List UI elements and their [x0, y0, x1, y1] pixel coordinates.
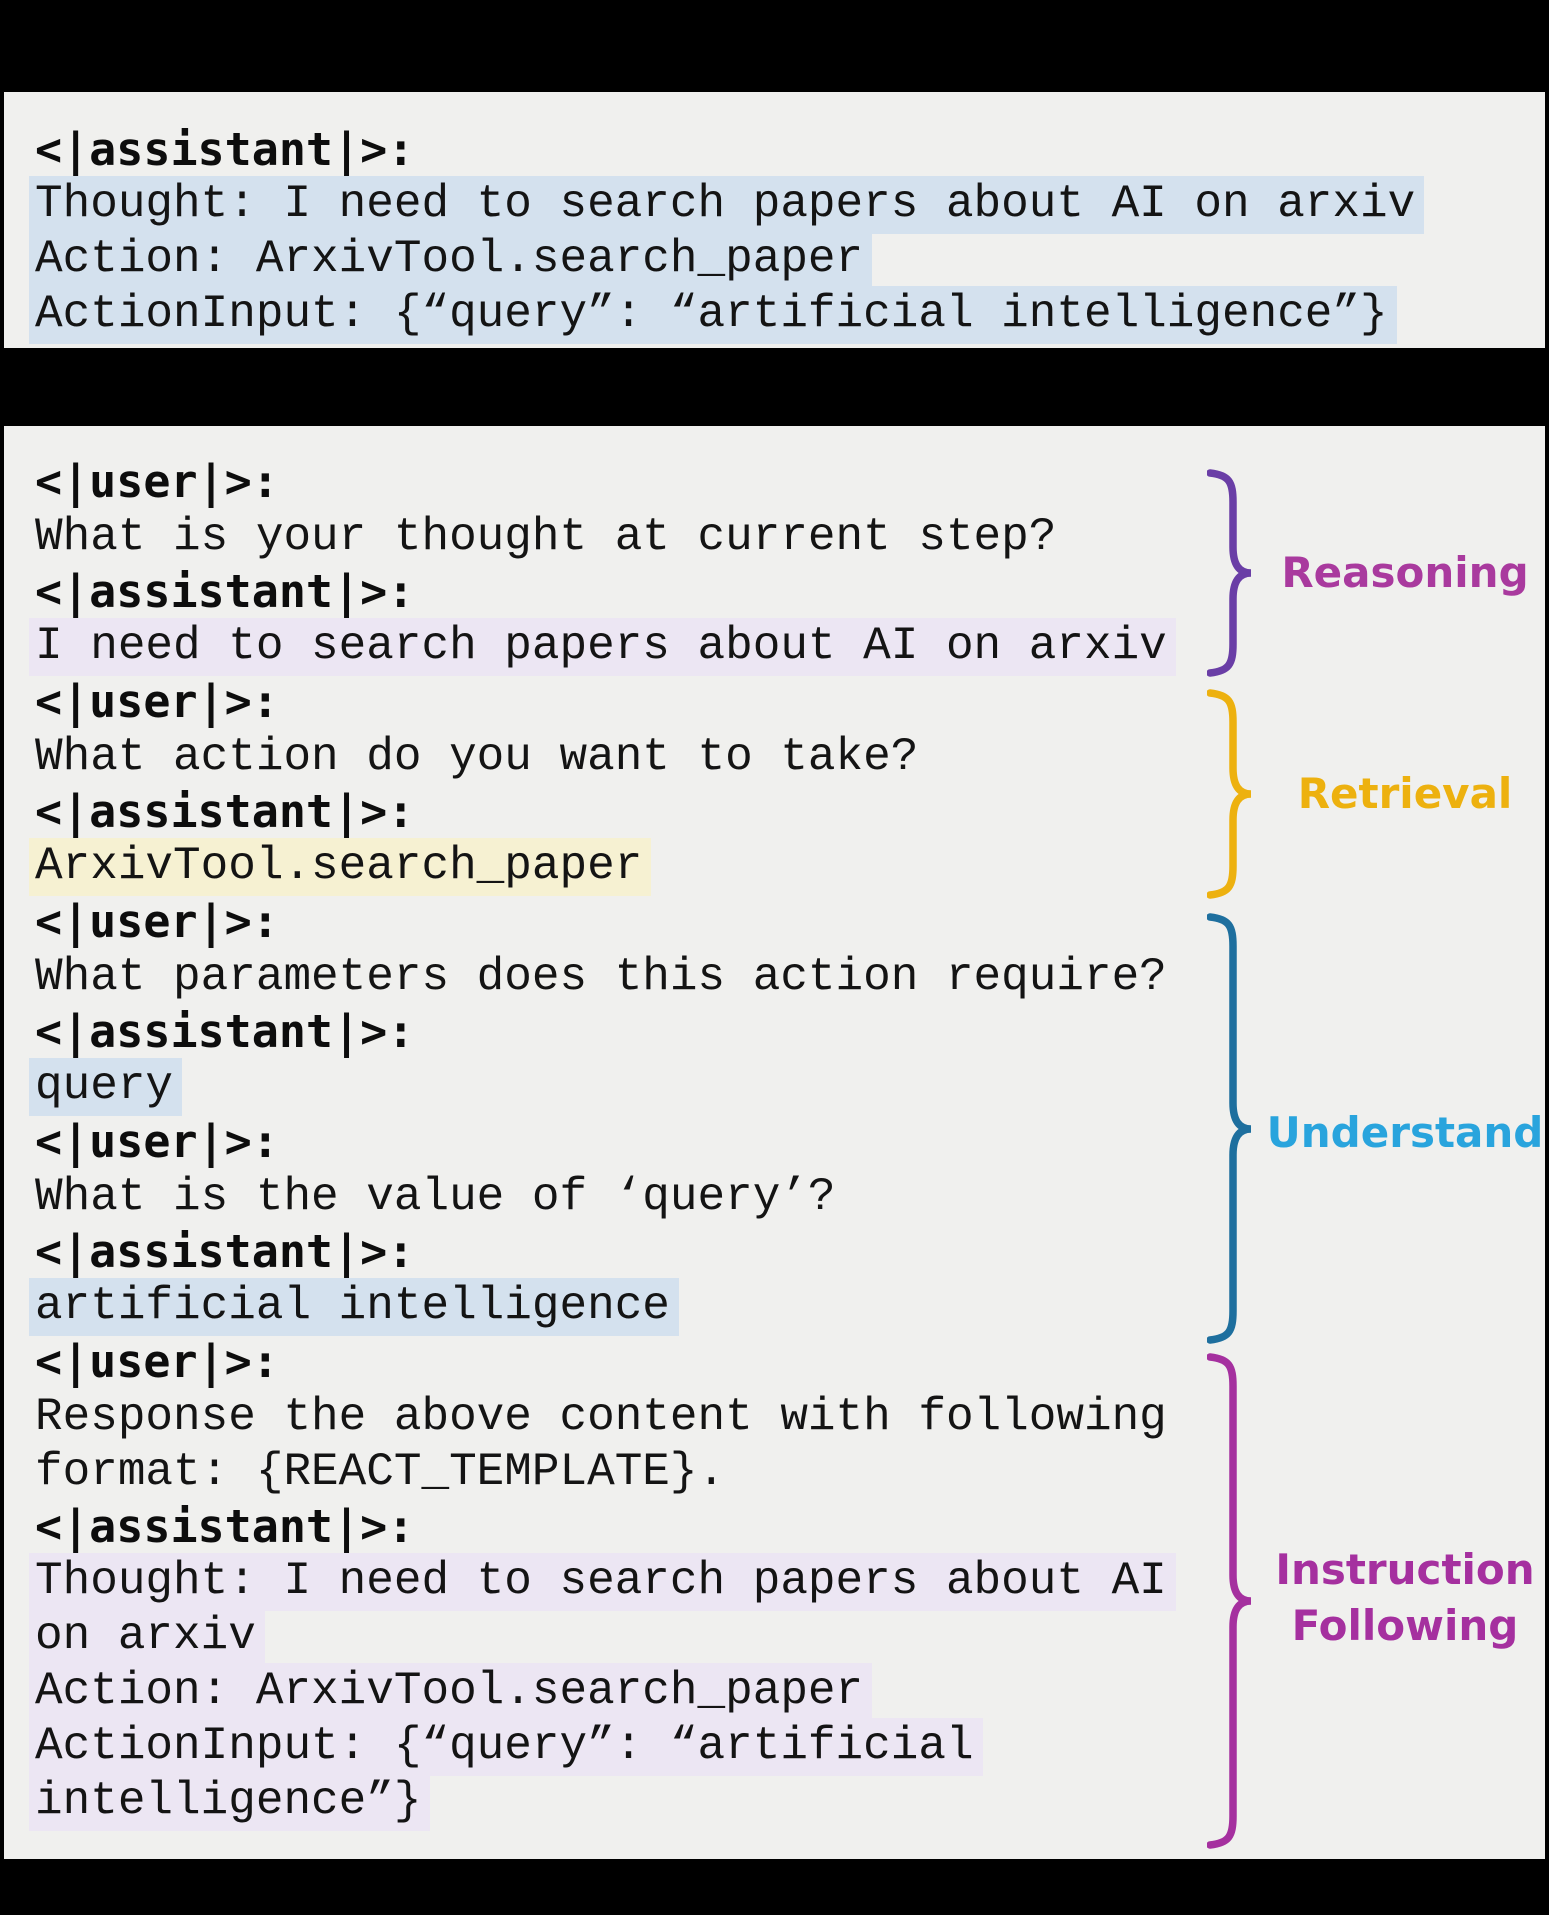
dialog-line: query	[29, 1057, 1545, 1116]
dialog-line: format: {REACT_TEMPLATE}.	[35, 1444, 1545, 1499]
role-tag: <|user|>:	[35, 1334, 1545, 1389]
dialog-line: intelligence”}	[29, 1772, 1545, 1831]
highlight-parameter: query	[29, 1057, 183, 1116]
role-tag-text: <|assistant|>:	[35, 1500, 415, 1553]
dialog-line: What is the value of ‘query’?	[35, 1169, 1545, 1224]
highlight-thought: Thought: I need to search papers about A…	[29, 175, 1425, 234]
dialog-text: What parameters does this action require…	[35, 950, 1167, 1003]
dialog-line: Action: ArxivTool.search_paper	[29, 230, 1545, 289]
dialog-text: What is the value of ‘query’?	[35, 1170, 836, 1223]
role-tag: <|user|>:	[35, 894, 1545, 949]
dialog-line: artificial intelligence	[29, 1277, 1545, 1336]
dialog-line: Thought: I need to search papers about A…	[29, 175, 1545, 234]
dialog-text: What action do you want to take?	[35, 730, 919, 783]
role-tag-text: <|assistant|>:	[35, 785, 415, 838]
dialog-line: ActionInput: {“query”: “artificial	[29, 1717, 1545, 1776]
dialog-line: What parameters does this action require…	[35, 949, 1545, 1004]
dialog-line: on arxiv	[29, 1607, 1545, 1666]
dialog-text: Response the above content with followin…	[35, 1390, 1167, 1443]
dialog-text: What is your thought at current step?	[35, 510, 1057, 563]
role-tag-text: <|assistant|>:	[35, 123, 415, 176]
role-tag-text: <|user|>:	[35, 675, 279, 728]
role-tag: <|user|>:	[35, 1114, 1545, 1169]
dialog-line: ArxivTool.search_paper	[29, 837, 1545, 896]
role-tag-text: <|assistant|>:	[35, 1225, 415, 1278]
dialog-line: Action: ArxivTool.search_paper	[29, 1662, 1545, 1721]
highlight-value: artificial intelligence	[29, 1277, 679, 1336]
dialog-text: format: {REACT_TEMPLATE}.	[35, 1445, 726, 1498]
role-tag: <|assistant|>:	[35, 784, 1545, 839]
highlight-action-input-cont: intelligence”}	[29, 1772, 431, 1831]
dialog-line: What action do you want to take?	[35, 729, 1545, 784]
role-tag: <|user|>:	[35, 454, 1545, 509]
dialog-line: ActionInput: {“query”: “artificial intel…	[29, 285, 1545, 344]
highlight-action: ArxivTool.search_paper	[29, 837, 652, 896]
react-output-panel: <|assistant|>: Thought: I need to search…	[4, 92, 1545, 348]
role-tag: <|assistant|>:	[35, 122, 1545, 177]
dialog-line: I need to search papers about AI on arxi…	[29, 617, 1545, 676]
role-tag-text: <|user|>:	[35, 455, 279, 508]
highlight-action: Action: ArxivTool.search_paper	[29, 230, 873, 289]
dialog-line: Thought: I need to search papers about A…	[29, 1552, 1545, 1611]
highlight-thought: I need to search papers about AI on arxi…	[29, 617, 1176, 676]
highlight-thought-cont: on arxiv	[29, 1607, 265, 1666]
role-tag: <|assistant|>:	[35, 1499, 1545, 1554]
highlight-action-input: ActionInput: {“query”: “artificial intel…	[29, 285, 1397, 344]
role-tag-text: <|user|>:	[35, 1335, 279, 1388]
decomposed-dialog-panel: <|user|>: What is your thought at curren…	[4, 426, 1545, 1859]
role-tag: <|assistant|>:	[35, 564, 1545, 619]
role-tag: <|assistant|>:	[35, 1004, 1545, 1059]
role-tag-text: <|user|>:	[35, 1115, 279, 1168]
highlight-thought: Thought: I need to search papers about A…	[29, 1552, 1176, 1611]
highlight-action-input: ActionInput: {“query”: “artificial	[29, 1717, 983, 1776]
role-tag-text: <|assistant|>:	[35, 1005, 415, 1058]
role-tag: <|assistant|>:	[35, 1224, 1545, 1279]
role-tag: <|user|>:	[35, 674, 1545, 729]
role-tag-text: <|user|>:	[35, 895, 279, 948]
dialog-line: Response the above content with followin…	[35, 1389, 1545, 1444]
role-tag-text: <|assistant|>:	[35, 565, 415, 618]
dialog-line: What is your thought at current step?	[35, 509, 1545, 564]
highlight-action: Action: ArxivTool.search_paper	[29, 1662, 873, 1721]
